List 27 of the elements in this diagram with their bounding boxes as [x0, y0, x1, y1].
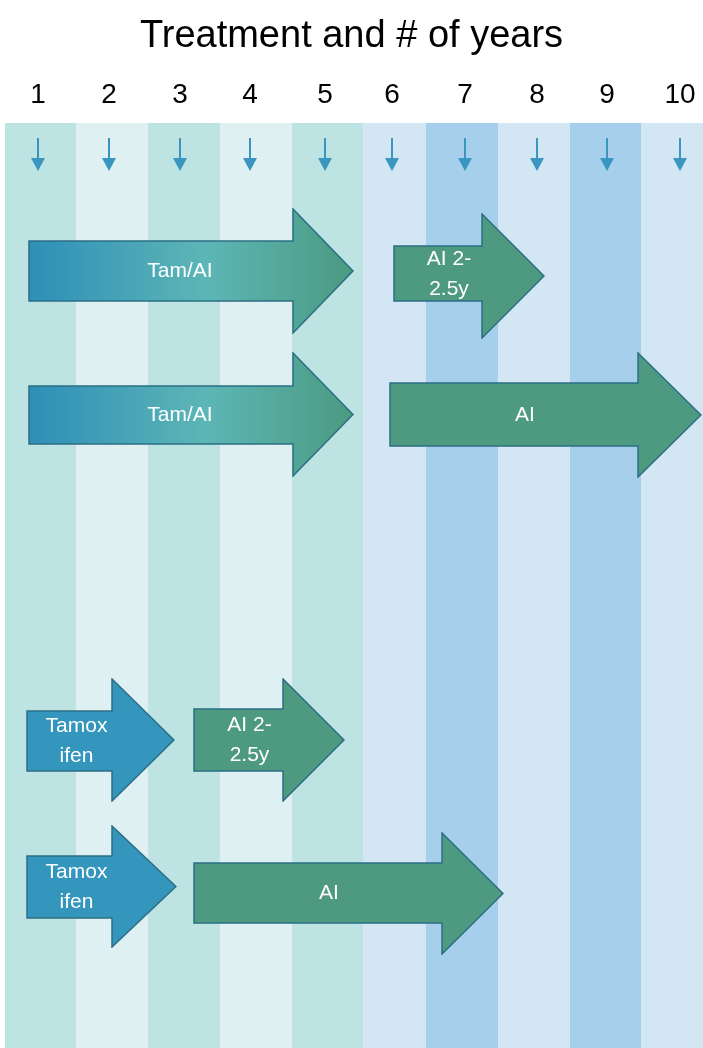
- treatment-shape: [28, 208, 354, 334]
- arrow-label: AI 2-2.5y: [425, 244, 473, 301]
- arrow-label: AI 2-2.5y: [226, 711, 273, 767]
- treatment-shape: [28, 352, 354, 477]
- arrow-label: Tamoxifen: [44, 712, 109, 768]
- arrow-label: Tam/AI: [147, 401, 213, 427]
- year-number: 7: [457, 80, 473, 108]
- treatment-shape: [26, 825, 177, 948]
- diagram-title: Treatment and # of years: [138, 12, 565, 57]
- treatment-shape: [393, 213, 545, 339]
- year-number: 2: [101, 80, 117, 108]
- year-number: 4: [242, 80, 258, 108]
- year-number: 1: [30, 80, 46, 108]
- treatment-shape: [389, 352, 702, 478]
- year-number: 3: [172, 80, 188, 108]
- year-number: 10: [664, 80, 696, 108]
- arrow-label: Tamoxifen: [44, 858, 109, 914]
- year-number: 9: [599, 80, 615, 108]
- treatment-shape: [193, 678, 345, 802]
- year-number: 5: [317, 80, 333, 108]
- year-number: 8: [529, 80, 545, 108]
- year-number: 6: [384, 80, 400, 108]
- arrow-label: Tam/AI: [147, 257, 213, 283]
- treatment-shape: [193, 832, 504, 955]
- arrow-label: AI: [515, 400, 535, 427]
- arrow-label: AI: [319, 879, 339, 905]
- treatment-shape: [26, 678, 175, 802]
